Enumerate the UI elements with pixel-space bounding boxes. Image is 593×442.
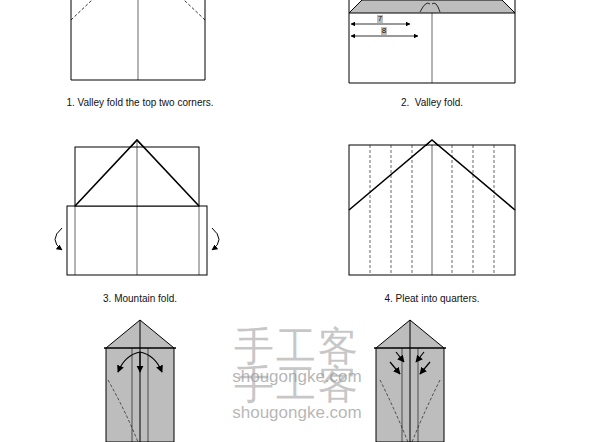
watermark: 手工客 (234, 326, 360, 366)
step-caption: 2. Valley fold. (401, 98, 463, 108)
step-caption: 4. Pleat into quarters. (384, 294, 479, 304)
watermark: 手工客 (234, 364, 360, 404)
watermark: shougongke.com (232, 404, 361, 421)
dimension-number: 8 (381, 27, 387, 35)
step-caption: 3. Mountain fold. (103, 294, 177, 304)
step-caption: 1. Valley fold the top two corners. (66, 98, 213, 108)
dimension-number: 7 (377, 15, 383, 23)
